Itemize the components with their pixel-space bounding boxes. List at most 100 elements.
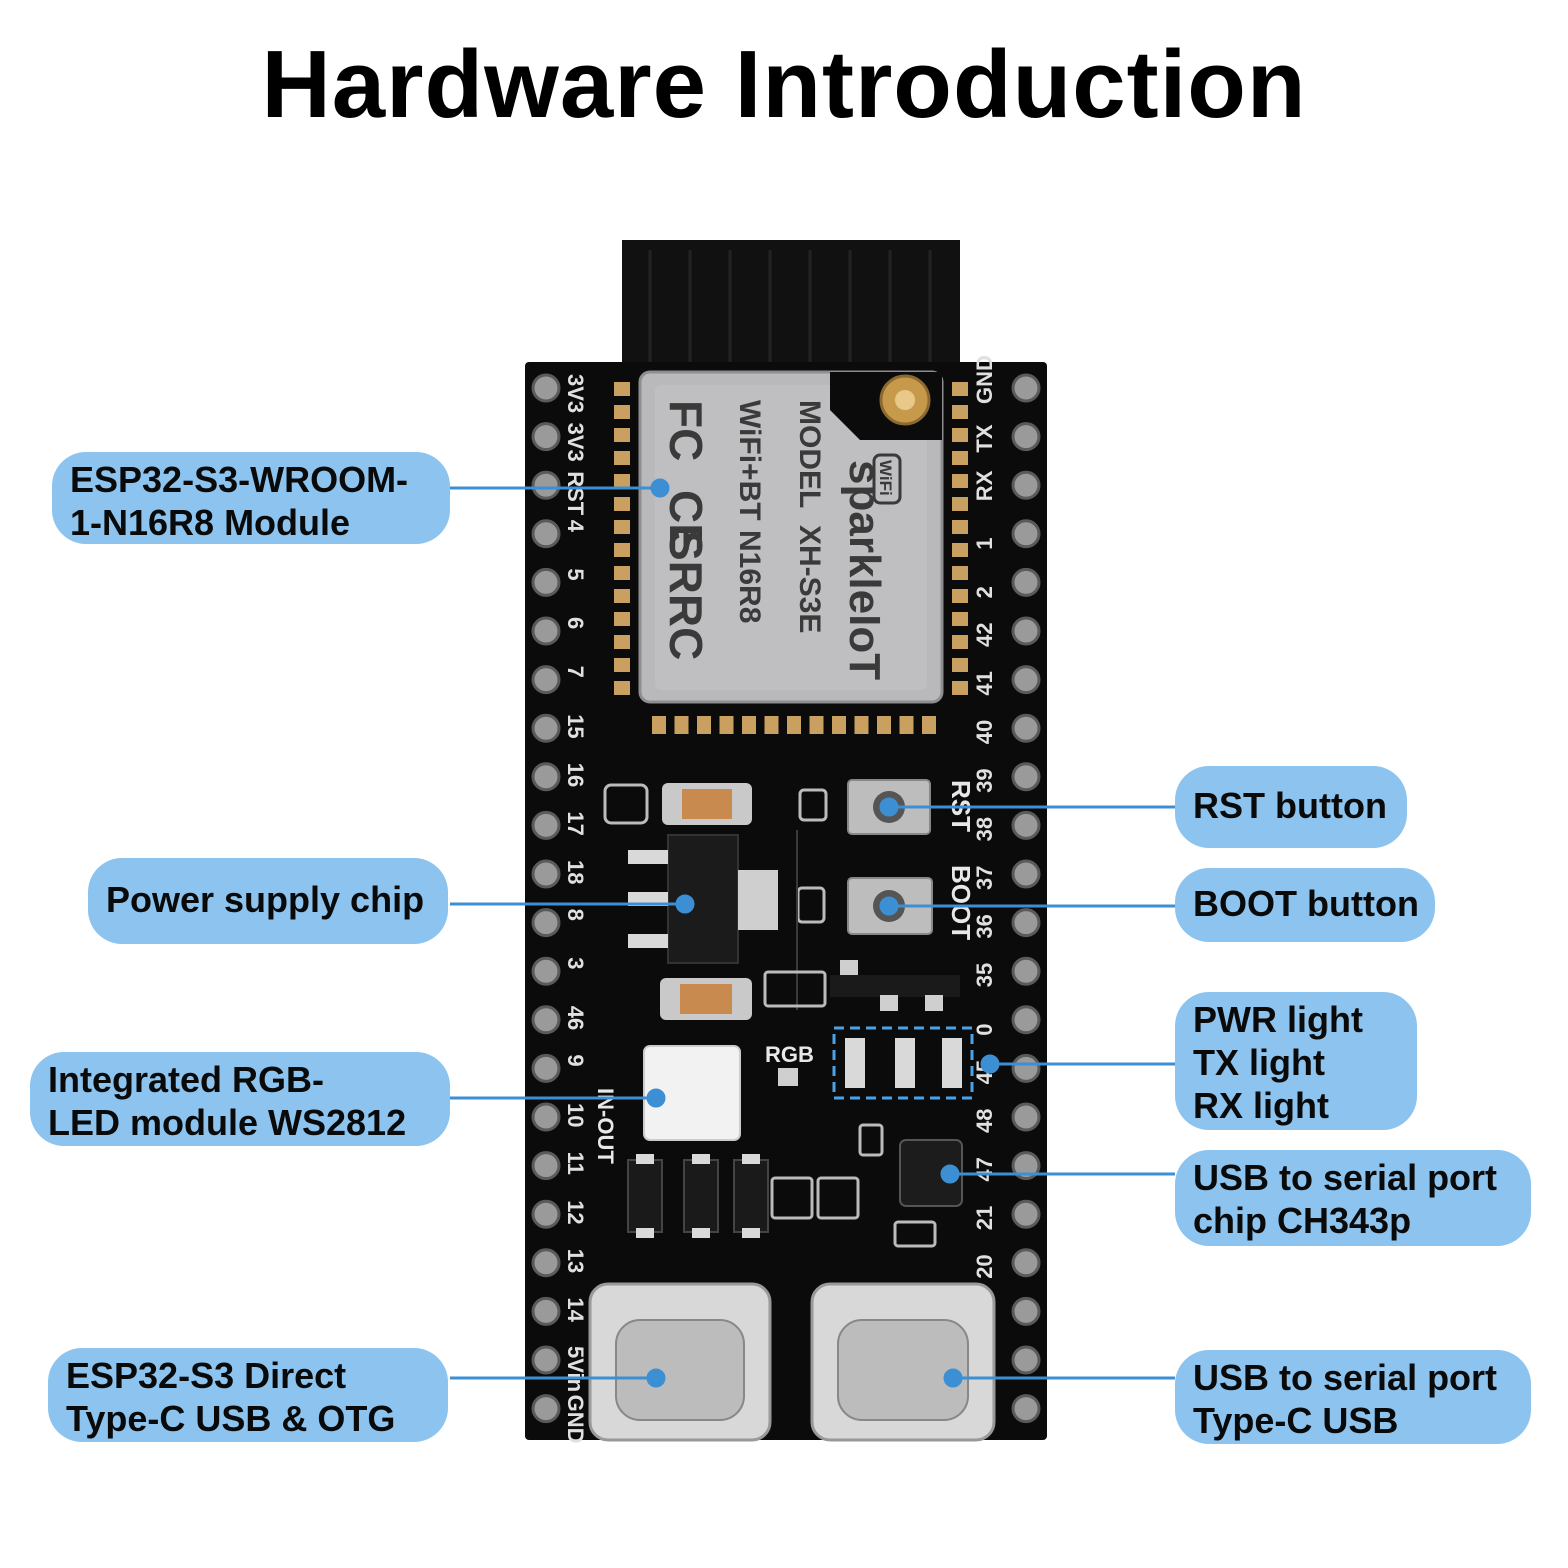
shield-model-id: XH-S3E [793,525,826,633]
right-header-pin [1011,422,1041,452]
in-out-silk: IN-OUT [593,1088,618,1164]
left-header-pin [531,519,561,549]
castellation-pad [832,716,846,734]
left-pin-label: 13 [563,1249,588,1273]
right-pin-label: RX [972,470,997,501]
right-header-pin [1011,1345,1041,1375]
shield-srrc: SRRC [660,530,712,660]
boot-silk: BOOT [946,865,976,940]
castellation-pad [952,405,968,419]
left-header-pin [531,616,561,646]
left-header-pin [531,665,561,695]
shield-brand: sparkleIoT [840,460,889,680]
right-pin-label: 35 [972,963,997,987]
usb-c-right-graphic [810,1282,996,1442]
castellation-pad [742,716,756,734]
castellation-pad [877,716,891,734]
castellation-pad [614,589,630,603]
callout-rst-line1: RST button [1193,785,1387,826]
wifi-badge [872,453,902,505]
castellation-pad [697,716,711,734]
right-header-pin [1011,1248,1041,1278]
castellation-pad [719,716,734,734]
castellation-pad [764,716,779,734]
right-pin-label: 21 [972,1206,997,1230]
leader-module-dot [650,478,670,498]
right-pin-label: 20 [972,1254,997,1278]
castellation-pad [952,382,968,396]
castellation-pad [952,428,968,442]
castellation-pad [614,520,630,534]
right-pin-label: 0 [972,1024,997,1036]
left-pin-label: 7 [563,666,588,678]
castellation-pad [899,716,914,734]
left-header-pin [531,1151,561,1181]
right-pin-label: 37 [972,866,997,890]
left-pin-label: 46 [563,1006,588,1030]
left-pin-label: 18 [563,860,588,884]
left-pin-label: 3 [563,957,588,969]
right-header-pin [1011,373,1041,403]
left-header-pin [531,470,561,500]
rx-led [942,1038,962,1088]
callout-ch343-line2: chip CH343p [1193,1200,1412,1241]
wifi-badge-label: WiFi [876,460,895,496]
castellation-pad [952,681,968,695]
right-pin-label: 40 [972,720,997,744]
castellation-pad [614,635,630,649]
castellation-pad [614,566,630,580]
leader-lights-dot [980,1054,1000,1074]
left-pin-label: 15 [563,714,588,738]
right-header-pin [1011,470,1041,500]
left-pin-labels: 3V33V3RST4567151617188346910111213145Vin… [563,374,588,1443]
castellation-pad [952,566,968,580]
left-header-pin [531,810,561,840]
right-pin-label: 38 [972,817,997,841]
left-pin-label: 3V3 [563,374,588,413]
callout-module: ESP32-S3-WROOM- 1-N16R8 Module [52,452,450,544]
castellation-pad [614,382,630,396]
left-pin-label: RST [563,471,588,516]
castellation-pad [952,451,968,465]
castellation-pad [922,716,936,734]
right-pin-label: 39 [972,768,997,792]
right-header-pin [1011,1296,1041,1326]
right-header-pin [1011,859,1041,889]
callout-lights: PWR light TX light RX light [1175,992,1417,1130]
right-pin-label: 42 [972,623,997,647]
callout-usb-serial-line1: USB to serial port [1193,1357,1498,1398]
leader-rgb-dot [646,1088,666,1108]
right-header-pin [1011,1199,1041,1229]
callout-tx-light: TX light [1193,1042,1325,1083]
left-header-pin [531,762,561,792]
module-castellations [614,382,968,734]
right-header-pin [1011,810,1041,840]
castellation-pad [614,474,630,488]
left-pin-label: 17 [563,811,588,835]
right-header-pin [1011,1151,1041,1181]
leader-rst-dot [879,797,899,817]
right-pin-header [1011,373,1041,1424]
castellation-pad [614,612,630,626]
left-header-pin [531,1248,561,1278]
shield-variant: N16R8 [733,530,766,623]
right-pin-label: 41 [972,671,997,695]
callout-rgb-line2: LED module WS2812 [48,1102,407,1143]
castellation-pad [952,612,968,626]
castellation-pad [854,716,869,734]
right-pin-label: 36 [972,914,997,938]
left-header-pin [531,422,561,452]
castellation-pad [614,543,630,557]
right-pin-label: GND [972,355,997,404]
castellation-pad [952,543,968,557]
left-header-pin [531,1345,561,1375]
left-pin-label: 14 [563,1297,588,1322]
callout-power-line1: Power supply chip [106,879,425,920]
left-header-pin [531,908,561,938]
castellation-pad [614,405,630,419]
right-header-pin [1011,616,1041,646]
right-header-pin [1011,1394,1041,1424]
callout-usb-direct: ESP32-S3 Direct Type-C USB & OTG [48,1348,448,1442]
rgb-silk: RGB [765,1042,814,1067]
callout-rgb-led: Integrated RGB- LED module WS2812 [30,1052,450,1146]
